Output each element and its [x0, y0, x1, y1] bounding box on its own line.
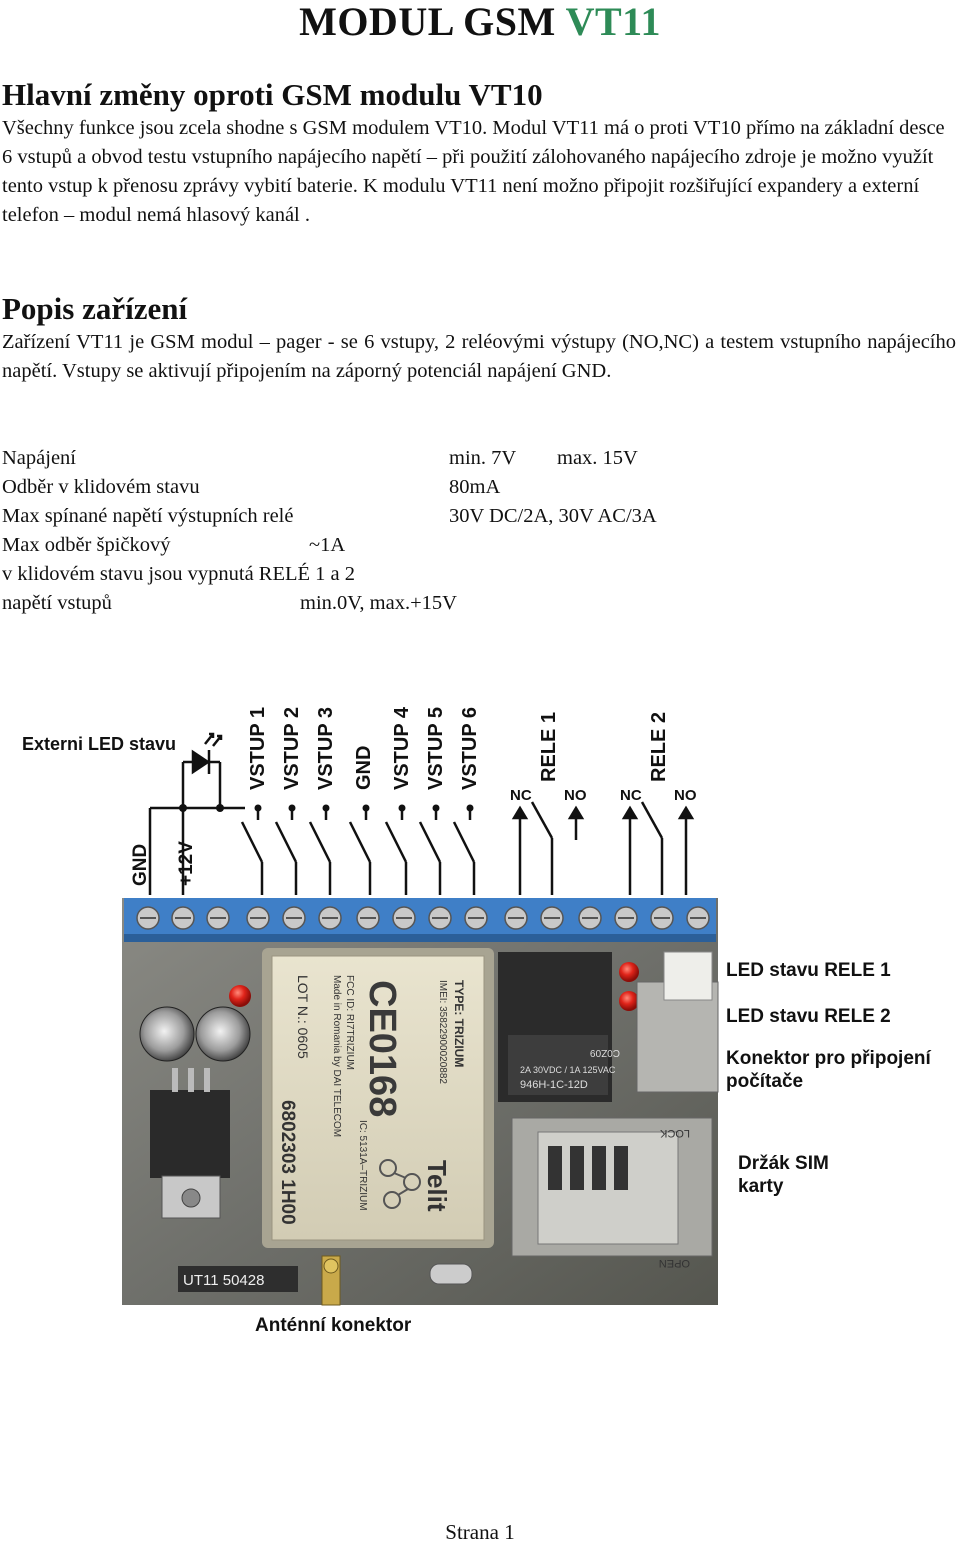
spec-value: 80mA	[449, 476, 501, 498]
diagram-label-external-led: Externi LED stavu	[22, 734, 176, 754]
relay-1-no-label: NO	[564, 787, 587, 804]
led-relay-2	[619, 991, 639, 1011]
module-brand-logo: Telit	[422, 1160, 452, 1212]
terminal-label-12v: +12V	[176, 841, 197, 886]
module-serial-print: 6802303 1H00	[277, 1100, 298, 1225]
page-number: Strana 1	[445, 1520, 515, 1544]
sim-open-print: OPEN	[659, 1257, 690, 1269]
board-id-print: UT11 50428	[183, 1272, 264, 1289]
spec-label: Napájení	[2, 447, 76, 469]
relay-2-no-label: NO	[674, 787, 697, 804]
spec-label: Odběr v klidovém stavu	[2, 476, 200, 498]
capacitor-1	[139, 1006, 195, 1062]
crystal	[429, 1263, 473, 1285]
spec-value: min. 7V	[449, 447, 517, 469]
sim-lock-print: LOCK	[659, 1127, 690, 1139]
relay-1-contact-icon	[511, 801, 585, 895]
relay-label-2: RELE 2	[648, 712, 670, 782]
title-accent: VT11	[565, 0, 661, 44]
relay-2-nc-label: NC	[620, 787, 642, 804]
relay-rating-print: 2A 30VDC / 1A 125VAC	[520, 1065, 616, 1075]
module-type-print: TYPE: TRIZIUM	[452, 980, 466, 1067]
pcb-board: TYPE: TRIZIUM IMEI: 35822900020882 FCC I…	[122, 898, 719, 1306]
section-heading-changes: Hlavní změny oproti GSM modulu VT10	[2, 77, 543, 112]
spec-label: Max spínané napětí výstupních relé	[2, 505, 294, 527]
callout-led-relay-2: LED stavu RELE 2	[726, 1006, 891, 1027]
led-relay-1	[619, 962, 639, 982]
title-main: MODUL GSM	[299, 0, 566, 44]
callout-antenna: Anténní konektor	[255, 1315, 412, 1336]
module-ic-print: IC: 5131A–TRIZIUM	[357, 1120, 368, 1211]
terminal-label-gnd: GND	[130, 844, 151, 886]
relay-code-print: C0Z09	[590, 1047, 620, 1058]
callout-led-relay-1: LED stavu RELE 1	[726, 960, 891, 981]
module-lot-print: LOT N.: 0605	[295, 975, 311, 1059]
spec-value-secondary: max. 15V	[557, 447, 638, 469]
module-madein-print: Made in Romania by DAI TELECOM	[331, 975, 342, 1137]
relay-label-1: RELE 1	[538, 712, 560, 782]
input-label-1: VSTUP 1	[247, 707, 269, 790]
section-body-description: Zařízení VT11 je GSM modul – pager - se …	[2, 331, 956, 382]
module-fcc-print: FCC ID: RI7TRIZIUM	[344, 975, 355, 1070]
input-label-5: VSTUP 5	[425, 707, 447, 790]
capacitor-2	[195, 1006, 251, 1062]
terminal-bus	[148, 806, 245, 895]
spec-value: min.0V, max.+15V	[300, 592, 457, 614]
callout-sim-holder: Držák SIM karty	[738, 1153, 829, 1197]
input-label-3: VSTUP 3	[315, 707, 337, 790]
spec-value: 30V DC/2A, 30V AC/3A	[449, 505, 657, 527]
input-label-gnd: GND	[353, 746, 375, 790]
spec-value: ~1A	[309, 534, 346, 556]
sim-holder: LOCK OPEN	[511, 1117, 713, 1269]
page-title: MODUL GSM VT11	[0, 0, 960, 44]
spec-label: Max odběr špičkový	[2, 534, 171, 556]
wiring-diagram: Externi LED stavu GND +12V VSTUP 1 VSTUP…	[22, 706, 719, 1336]
section-body-changes: Všechny funkce jsou zcela shodne s GSM m…	[2, 117, 945, 226]
module-logo-icon	[379, 1159, 421, 1209]
relay-1-nc-label: NC	[510, 787, 532, 804]
status-led-power	[229, 985, 251, 1007]
callout-pc-connector: Konektor pro připojení počítače	[726, 1048, 931, 1092]
module-imei-print: IMEI: 35822900020882	[437, 980, 448, 1084]
antenna-connector-icon	[321, 1255, 341, 1306]
led-diode-icon	[181, 732, 223, 808]
module-ce-mark: CE0168	[361, 980, 403, 1117]
voltage-regulator	[150, 1068, 230, 1219]
section-heading-description: Popis zařízení	[2, 291, 188, 326]
input-label-6: VSTUP 6	[459, 707, 481, 790]
relay-component: C0Z09 946H-1C-12D 2A 30VDC / 1A 125VAC	[498, 952, 620, 1102]
input-label-2: VSTUP 2	[281, 707, 303, 790]
spec-label: napětí vstupů	[2, 592, 112, 614]
input-switches	[240, 808, 476, 895]
relay-2-contact-icon	[621, 801, 695, 895]
input-label-4: VSTUP 4	[391, 706, 413, 790]
spec-label: v klidovém stavu jsou vypnutá RELÉ 1 a 2	[2, 563, 356, 585]
relay-model-print: 946H-1C-12D	[520, 1079, 588, 1091]
